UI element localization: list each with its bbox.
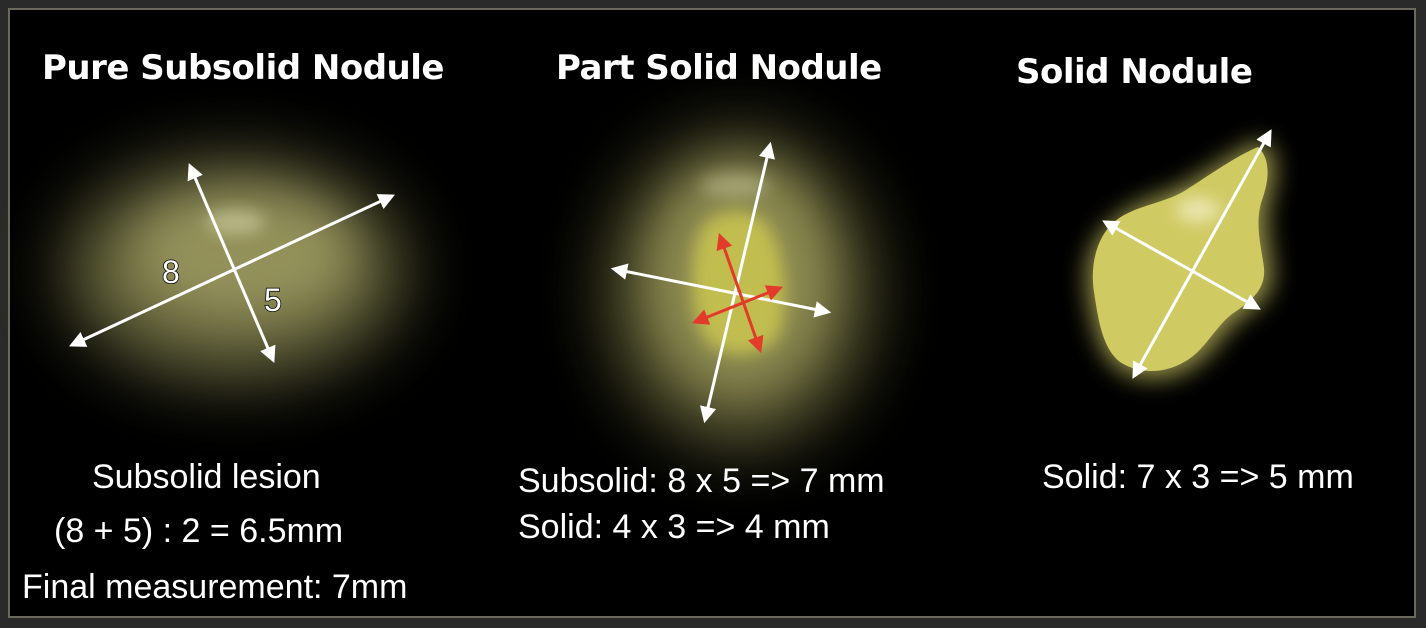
solid-nodule-short-axis-arrow (1102, 220, 1261, 310)
panel-title-pure-subsolid: Pure Subsolid Nodule (42, 48, 444, 88)
panel-title-solid: Solid Nodule (1016, 52, 1253, 92)
long-axis-label: 8 (162, 254, 180, 290)
caption-subsolid-lesion: Subsolid lesion (92, 458, 321, 496)
caption-part-solid-solid: Solid: 4 x 3 => 4 mm (518, 508, 830, 546)
caption-average-formula: (8 + 5) : 2 = 6.5mm (54, 512, 344, 550)
caption-part-solid-subsolid: Subsolid: 8 x 5 => 7 mm (518, 462, 885, 500)
short-axis-arrow (187, 162, 276, 364)
short-axis-label: 5 (264, 282, 282, 318)
panel-title-part-solid: Part Solid Nodule (556, 48, 882, 88)
solid-short-axis-arrow (691, 285, 784, 325)
caption-final-measurement: Final measurement: 7mm (22, 568, 408, 606)
caption-solid: Solid: 7 x 3 => 5 mm (1042, 458, 1354, 496)
